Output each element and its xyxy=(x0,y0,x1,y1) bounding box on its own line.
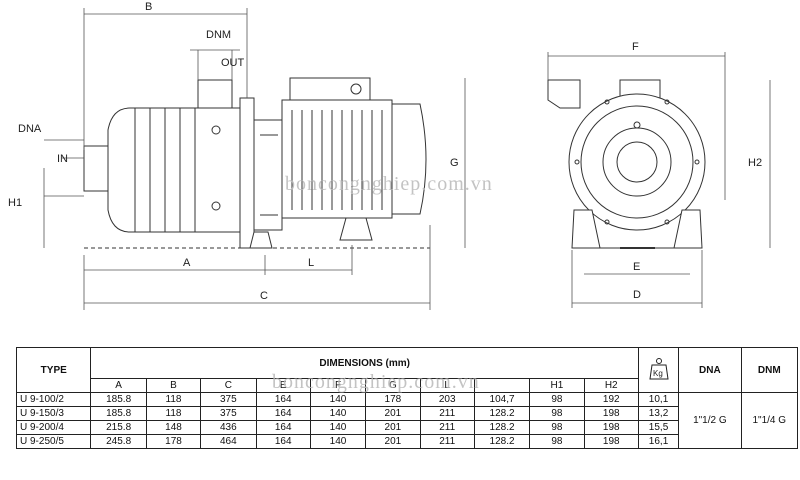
label-h2: H2 xyxy=(748,157,762,169)
cell: 164 xyxy=(255,406,311,421)
weight-cell: 16,1 xyxy=(637,434,680,449)
col-header: G xyxy=(365,378,421,393)
dnm-header: DNM xyxy=(740,347,799,393)
cell: 164 xyxy=(255,392,311,407)
weight-cell: 10,1 xyxy=(637,392,680,407)
col-header: L xyxy=(419,378,475,393)
cell: 198 xyxy=(583,434,639,449)
row-type: U 9-150/3 xyxy=(15,406,92,421)
cell: 104,7 xyxy=(473,392,531,407)
cell: 128.2 xyxy=(473,420,531,435)
dimensions-table: TYPE DIMENSIONS (mm) Kg DNA DNM A B C E … xyxy=(15,347,799,449)
col-header: E xyxy=(255,378,311,393)
col-header: A xyxy=(90,378,147,393)
cell: 198 xyxy=(583,406,639,421)
cell: 98 xyxy=(529,406,585,421)
label-l: L xyxy=(308,257,314,269)
cell: 164 xyxy=(255,434,311,449)
pump-front-view xyxy=(547,79,706,249)
cell: 164 xyxy=(255,420,311,435)
label-dna: DNA xyxy=(18,123,42,135)
dna-header: DNA xyxy=(678,347,742,393)
cell: 178 xyxy=(145,434,202,449)
cell: 140 xyxy=(309,406,367,421)
cell: 178 xyxy=(365,392,421,407)
cell: 118 xyxy=(145,406,202,421)
col-header: C xyxy=(200,378,257,393)
label-dnm: DNM xyxy=(206,29,231,41)
table-row: U 9-250/5 245.8 178 464 164 140 201 211 … xyxy=(15,434,798,449)
table-row: U 9-100/2 185.8 118 375 164 140 178 203 … xyxy=(15,392,799,449)
cell: 98 xyxy=(529,420,585,435)
row-type: U 9-100/2 xyxy=(15,392,92,407)
cell: 118 xyxy=(145,392,202,407)
cell: 140 xyxy=(309,392,367,407)
label-out: OUT xyxy=(221,57,245,69)
label-d: D xyxy=(633,289,641,301)
col-header: H1 xyxy=(529,378,585,393)
cell: 215.8 xyxy=(90,420,147,435)
cell: 148 xyxy=(145,420,202,435)
weight-header: Kg xyxy=(637,347,680,393)
col-header: L xyxy=(473,378,531,393)
cell: 201 xyxy=(365,406,421,421)
cell: 192 xyxy=(583,392,639,407)
type-header: TYPE xyxy=(15,347,92,393)
cell: 245.8 xyxy=(90,434,147,449)
weight-icon: Kg xyxy=(648,357,669,379)
label-f: F xyxy=(632,41,639,53)
col-header: B xyxy=(145,378,202,393)
front-dimension-lines xyxy=(547,52,771,308)
cell: 185.8 xyxy=(90,392,147,407)
col-header: H2 xyxy=(583,378,639,393)
label-h1: H1 xyxy=(8,197,22,209)
label-g: G xyxy=(450,157,459,169)
cell: 201 xyxy=(365,420,421,435)
label-in: IN xyxy=(57,153,68,165)
cell: 98 xyxy=(529,434,585,449)
label-c: C xyxy=(260,290,268,302)
label-a: A xyxy=(183,257,191,269)
cell: 98 xyxy=(529,392,585,407)
cell: 140 xyxy=(309,420,367,435)
side-dimension-lines xyxy=(43,8,466,310)
dimensions-table-container: TYPE DIMENSIONS (mm) Kg DNA DNM A B C E … xyxy=(15,347,799,449)
row-type: U 9-250/5 xyxy=(15,434,92,449)
cell: 375 xyxy=(200,406,257,421)
cell: 140 xyxy=(309,434,367,449)
dna-value: 1"1/2 G xyxy=(678,392,742,449)
dimensions-header: DIMENSIONS (mm) xyxy=(90,347,639,379)
cell: 211 xyxy=(419,420,475,435)
cell: 128.2 xyxy=(473,406,531,421)
row-type: U 9-200/4 xyxy=(15,420,92,435)
label-e: E xyxy=(633,261,640,273)
cell: 436 xyxy=(200,420,257,435)
weight-cell: 13,2 xyxy=(637,406,680,421)
dnm-value: 1"1/4 G xyxy=(740,392,799,449)
weight-icon-label: Kg xyxy=(653,369,663,378)
cell: 203 xyxy=(419,392,475,407)
weight-cell: 15,5 xyxy=(637,420,680,435)
pump-technical-drawing: B DNM OUT DNA IN H1 A L C G F H2 E D bon… xyxy=(8,1,771,310)
label-b: B xyxy=(145,1,152,13)
cell: 211 xyxy=(419,434,475,449)
cell: 201 xyxy=(365,434,421,449)
cell: 464 xyxy=(200,434,257,449)
cell: 198 xyxy=(583,420,639,435)
cell: 375 xyxy=(200,392,257,407)
cell: 211 xyxy=(419,406,475,421)
col-header: F xyxy=(309,378,367,393)
cell: 128.2 xyxy=(473,434,531,449)
watermark-drawing: boncongnghiep.com.vn xyxy=(285,173,493,195)
pump-side-view xyxy=(83,77,430,249)
cell: 185.8 xyxy=(90,406,147,421)
